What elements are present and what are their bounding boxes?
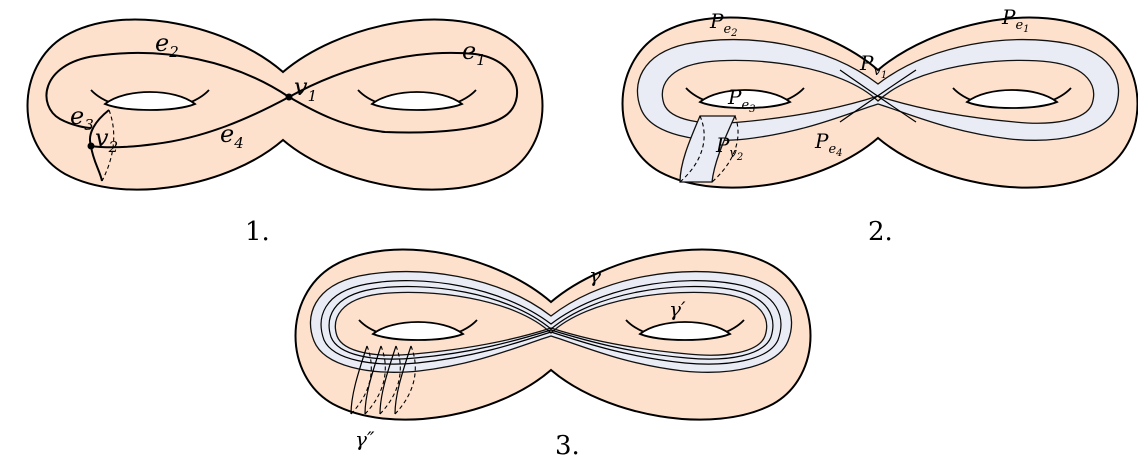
meridian-1 bbox=[350, 345, 368, 415]
edge-e1 bbox=[288, 51, 519, 134]
label-gamma: γ bbox=[589, 263, 601, 287]
label-Pv2: Pv2 bbox=[715, 133, 743, 163]
meridian-back-2 bbox=[364, 345, 386, 415]
curve-gamma bbox=[320, 280, 782, 365]
curve-gamma-prime bbox=[328, 285, 774, 360]
meridian-back-3 bbox=[379, 345, 401, 415]
panel-3: γ γ′ γ″ bbox=[294, 248, 812, 451]
meridian-back-1 bbox=[350, 345, 372, 415]
meridian-4 bbox=[394, 345, 412, 415]
caption-3: 3. bbox=[555, 431, 580, 461]
edge-e4 bbox=[90, 96, 290, 149]
label-gamma-prime: γ′ bbox=[669, 297, 686, 321]
meridian-back-4 bbox=[394, 345, 416, 415]
label-v2: v2 bbox=[95, 124, 118, 156]
label-e1: e1 bbox=[462, 37, 486, 69]
edge-e3-back bbox=[101, 109, 115, 182]
caption-2: 2. bbox=[868, 217, 893, 247]
label-Pe1: Pe1 bbox=[1001, 5, 1030, 35]
edge-e2 bbox=[45, 51, 290, 129]
label-gamma-dprime: γ″ bbox=[355, 427, 375, 451]
band-annulus bbox=[679, 115, 737, 183]
panel-1: e2 e1 v1 e3 v2 e4 bbox=[26, 18, 544, 191]
band-crossing-2 bbox=[839, 69, 917, 123]
meridian-2 bbox=[364, 345, 382, 415]
caption-1: 1. bbox=[245, 217, 270, 247]
label-Pv1: Pv1 bbox=[859, 51, 887, 81]
label-Pe3: Pe3 bbox=[727, 85, 756, 115]
vertex-v2 bbox=[87, 142, 95, 150]
annulus-back-2 bbox=[711, 115, 739, 183]
label-v1: v1 bbox=[294, 73, 317, 105]
meridian-3 bbox=[379, 345, 397, 415]
vertex-v1 bbox=[285, 93, 293, 101]
label-e3: e3 bbox=[70, 102, 94, 134]
label-e2: e2 bbox=[155, 29, 179, 61]
label-Pe2: Pe2 bbox=[709, 9, 738, 39]
annulus-back-1 bbox=[679, 115, 705, 183]
label-Pe4: Pe4 bbox=[814, 129, 843, 159]
label-e4: e4 bbox=[220, 120, 244, 152]
panel-2: Pe2 Pe1 Pv1 Pe3 Pv2 Pe4 bbox=[621, 5, 1138, 189]
